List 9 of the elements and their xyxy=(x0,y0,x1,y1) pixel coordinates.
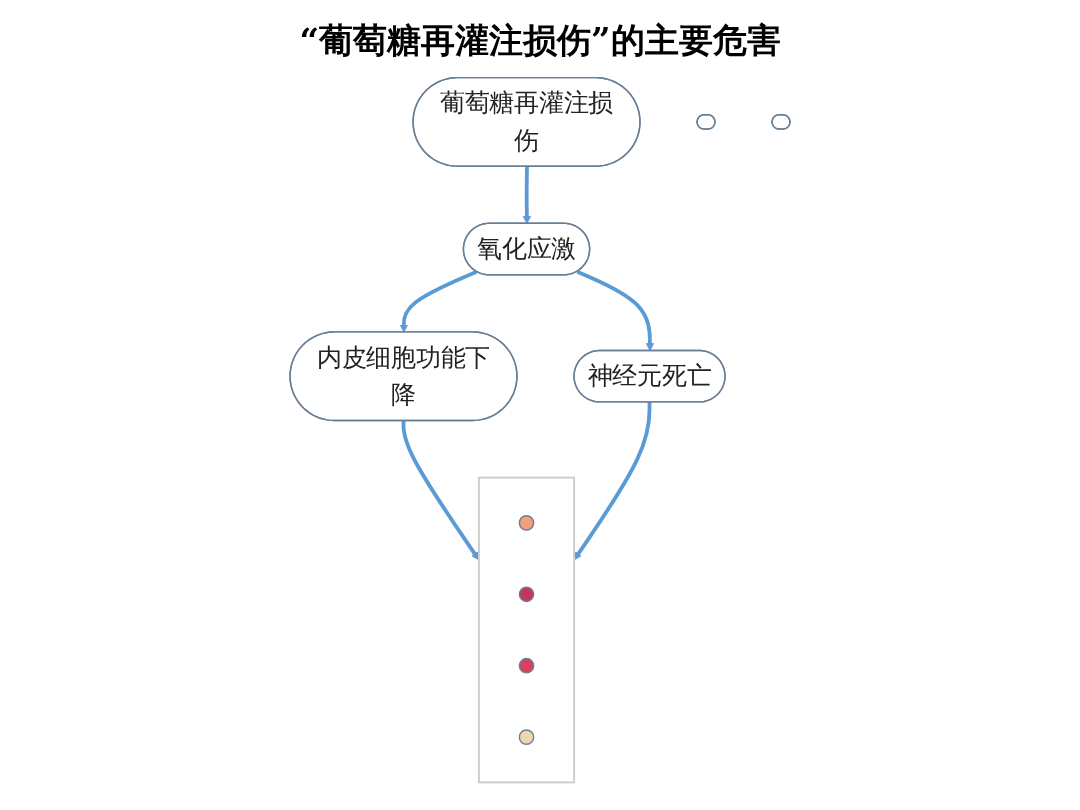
arrow xyxy=(399,270,478,333)
node-circle xyxy=(518,515,535,531)
arrow xyxy=(522,166,532,225)
arrow xyxy=(576,270,655,352)
node-circle xyxy=(518,586,535,603)
node-circle xyxy=(518,729,535,745)
cluster xyxy=(477,476,576,784)
node-circle xyxy=(518,657,535,674)
diagram-title: “葡萄糖再灌注损伤”的主要危害 xyxy=(298,19,782,62)
